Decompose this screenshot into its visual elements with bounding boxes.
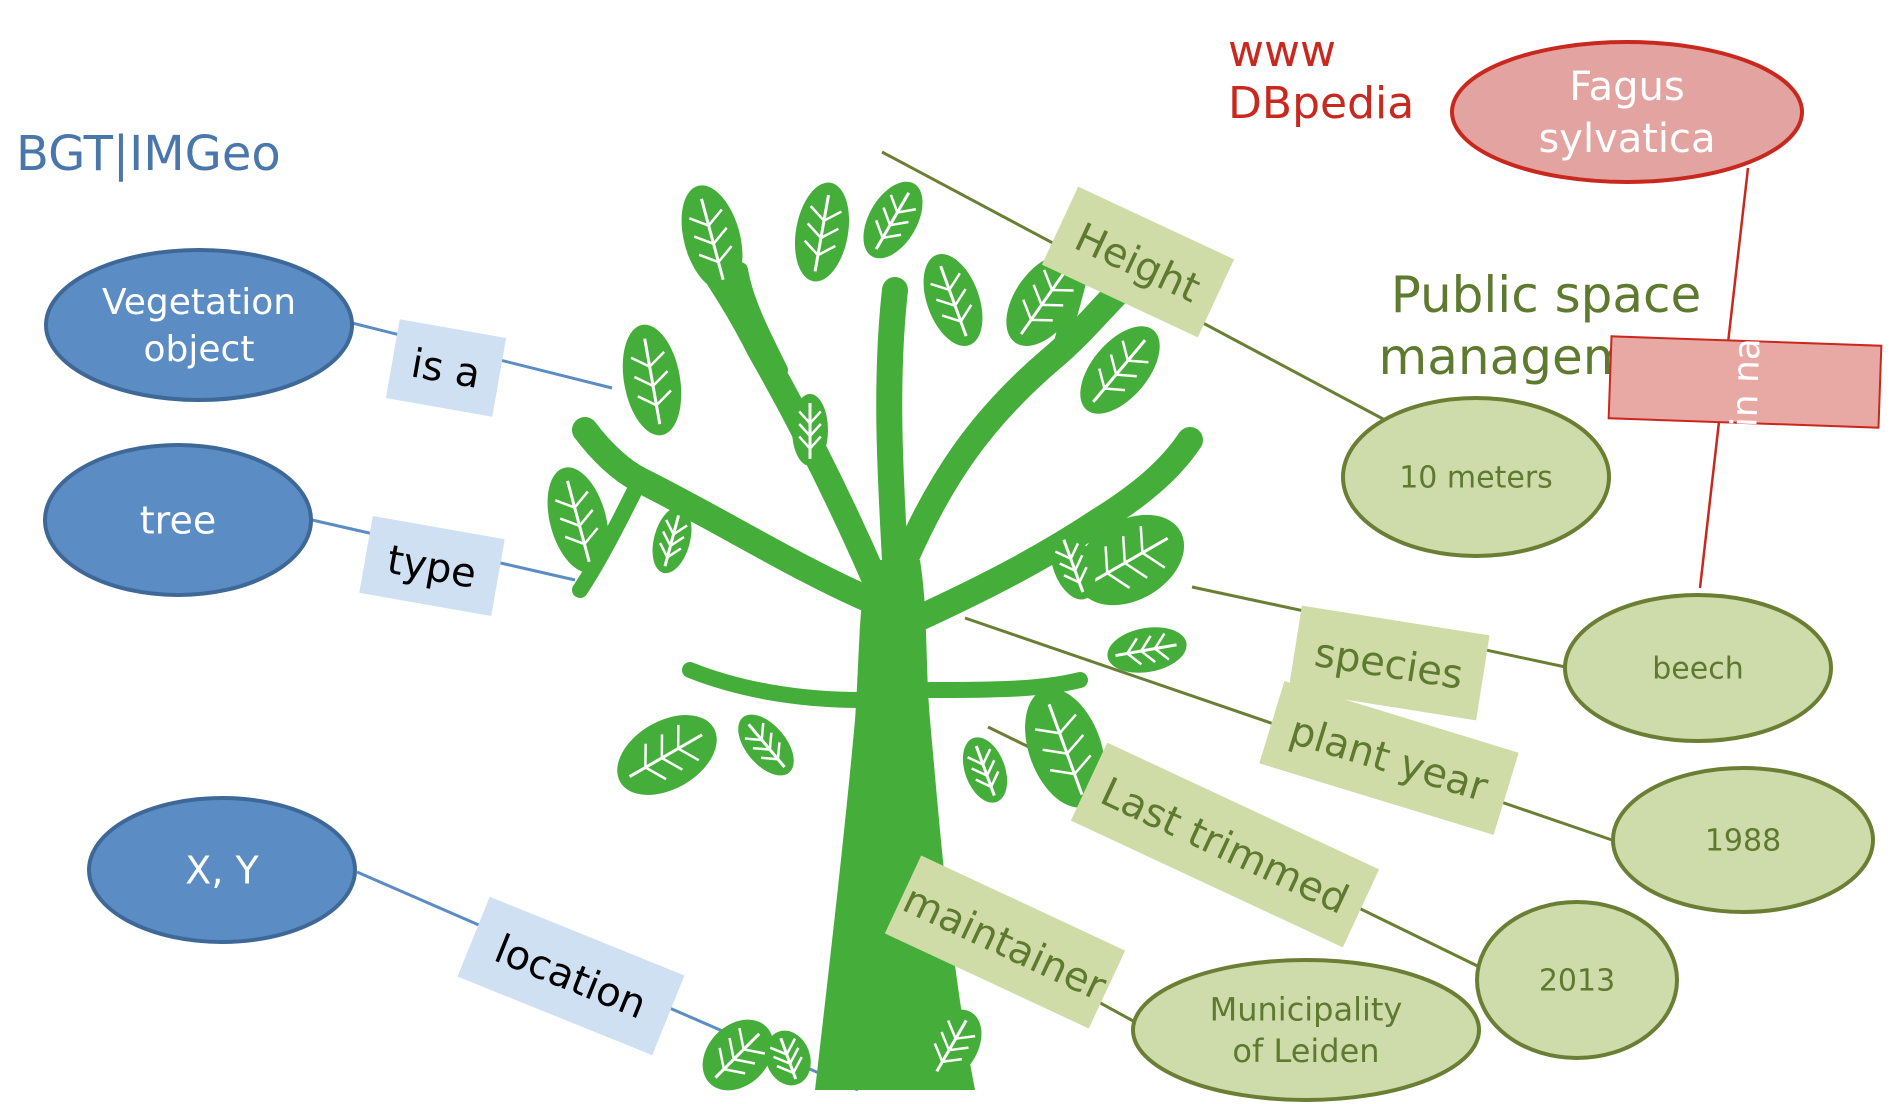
edge-label-plant-year: plant year <box>1259 681 1519 835</box>
node-tree-shape <box>43 443 313 597</box>
node-ellipses: Vegetation object tree X, Y Fagus sylvatica 10… <box>43 40 1875 1102</box>
node-10-meters-shape <box>1341 396 1611 558</box>
tree-branch <box>572 472 648 598</box>
leaf-icon <box>1107 627 1187 673</box>
dbpedia-title-line2: DBpedia <box>1228 78 1415 129</box>
dbpedia-title-line1: www <box>1228 26 1336 77</box>
leaf-icon <box>863 181 923 259</box>
node-1988-label: 1988 <box>1705 824 1781 859</box>
leaf-icon <box>922 1009 982 1081</box>
node-tree-label: tree <box>140 498 216 542</box>
leaf-icon <box>1075 514 1185 606</box>
leaf-icon <box>702 1019 774 1091</box>
edge-label-location-box <box>457 896 685 1056</box>
leaf-icon <box>792 394 828 466</box>
tree-branch <box>892 277 1133 573</box>
node-beech: beech <box>1563 593 1833 743</box>
node-vegetation-object: Vegetation object <box>44 248 354 402</box>
node-10-meters-label: 10 meters <box>1399 461 1553 496</box>
leaf-icon <box>1006 254 1084 346</box>
tree-illustration <box>547 181 1203 1091</box>
leaf-icon <box>622 324 682 436</box>
node-2013-label: 2013 <box>1539 964 1615 999</box>
node-x-y-shape <box>87 796 357 944</box>
node-vegetation-object-label: Vegetation <box>102 282 296 323</box>
edge-label-plant-year-box <box>1259 681 1519 835</box>
node-municipality-of-leiden: Municipality of Leiden <box>1131 958 1481 1102</box>
node-x-y: X, Y <box>87 796 357 944</box>
edge-label-is-a: is a <box>385 319 507 417</box>
leaf-icon <box>681 185 743 291</box>
edge-label-type: type <box>359 515 505 617</box>
node-tree: tree <box>43 443 313 597</box>
leaf-icon <box>794 182 850 282</box>
node-fagus-sylvatica-label: sylvatica <box>1538 116 1715 162</box>
tree-branch <box>732 262 788 378</box>
leaf-icon <box>617 715 717 795</box>
node-vegetation-object-label: object <box>144 329 255 370</box>
node-municipality-of-leiden-label: Municipality <box>1210 990 1403 1028</box>
edge-label-latin-name-box <box>1607 335 1883 429</box>
edge-label-species-box <box>1288 605 1490 721</box>
node-municipality-of-leiden-shape <box>1131 958 1481 1102</box>
tree-branch <box>682 662 868 708</box>
edge-label-latin-name: Latin name <box>1607 280 1883 484</box>
tree-branch <box>876 277 908 573</box>
edge-label-height-box <box>1041 186 1235 338</box>
node-10-meters: 10 meters <box>1341 396 1611 558</box>
node-1988: 1988 <box>1611 766 1875 914</box>
leaf-icon <box>1050 530 1096 600</box>
edge-label-latin-name-text: Latin name <box>1722 280 1770 484</box>
edge-label-location: location <box>457 896 685 1056</box>
tree-trunk <box>815 560 975 1090</box>
tree-branch <box>902 427 1203 633</box>
leaf-icon <box>923 254 983 346</box>
node-2013-shape <box>1475 900 1679 1060</box>
leaf-icon <box>1025 688 1105 808</box>
edge-label-species: species <box>1288 605 1490 721</box>
node-x-y-label: X, Y <box>185 848 259 892</box>
leaf-icon <box>1080 326 1160 414</box>
edge-label-is-a-box <box>385 319 507 417</box>
dbpedia-title: www DBpedia <box>1228 26 1414 130</box>
edge-label-last-trimmed-box <box>1070 742 1380 948</box>
node-1988-shape <box>1611 766 1875 914</box>
node-vegetation-object-shape <box>44 248 354 402</box>
leaf-icon <box>738 714 794 776</box>
node-fagus-sylvatica-shape <box>1450 40 1804 184</box>
node-fagus-sylvatica: Fagus sylvatica <box>1450 40 1804 184</box>
leaf-icon <box>547 467 609 573</box>
node-beech-shape <box>1563 593 1833 743</box>
leaf-icon <box>962 737 1008 803</box>
bgt-imgeo-title: BGT|IMGeo <box>16 126 281 182</box>
node-fagus-sylvatica-label: Fagus <box>1569 64 1684 110</box>
node-beech-label: beech <box>1652 652 1743 687</box>
leaf-icon <box>652 506 692 574</box>
node-municipality-of-leiden-label: of Leiden <box>1232 1032 1379 1070</box>
node-2013: 2013 <box>1475 900 1679 1060</box>
edge-label-type-box <box>359 515 505 617</box>
tree-branch <box>572 417 883 613</box>
tree-branch <box>922 672 1088 698</box>
psm-title-line1: Public space <box>1390 266 1702 324</box>
leaf-icon <box>765 1030 811 1086</box>
edge-label-maintainer-box <box>884 855 1126 1029</box>
